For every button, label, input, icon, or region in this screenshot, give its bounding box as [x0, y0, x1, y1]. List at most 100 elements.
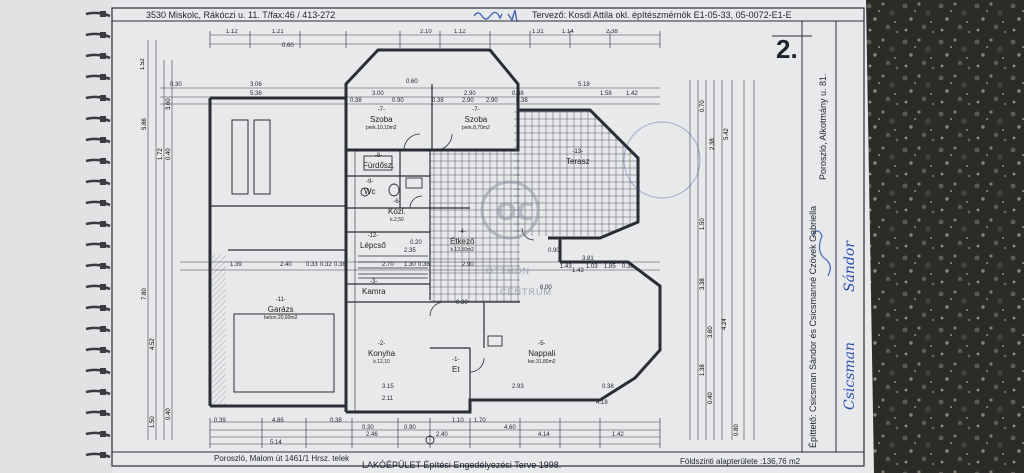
- handwritten-name-2: Sándor: [842, 240, 858, 292]
- designer-address: 3530 Miskolc, Rákóczi u. 11. T/fax:46 / …: [146, 10, 336, 20]
- room-number: -12-: [367, 233, 379, 239]
- dim-label: 0.60: [282, 43, 294, 49]
- binding-ring: [85, 32, 111, 39]
- dim-label: 0.30: [170, 82, 182, 88]
- dim-label: 3.81: [582, 256, 594, 262]
- dim-label: 2.38: [606, 29, 618, 35]
- binding-hole: [100, 116, 106, 122]
- room-area: beton.20,60m2: [264, 315, 298, 321]
- room-name: Szoba: [464, 115, 488, 124]
- room-label-kozl: -6- Közl.k.2,50: [388, 198, 406, 225]
- binding-ring: [85, 410, 111, 417]
- binding-ring: [85, 326, 111, 333]
- room-number: -13-: [572, 149, 584, 155]
- binding-hole: [100, 410, 106, 416]
- plot-location: Poroszló, Malom út 1461/1 Hrsz. telek: [214, 454, 350, 463]
- binding-hole: [100, 242, 106, 248]
- dim-label: 2.46: [366, 432, 378, 438]
- room-number: -7-: [472, 107, 480, 113]
- dim-label: 1.70: [474, 418, 486, 424]
- binding-ring: [85, 263, 111, 270]
- dim-label: 0.90: [404, 425, 416, 431]
- dim-label: 0.20: [410, 240, 422, 246]
- dim-label: 3.38: [700, 278, 706, 290]
- binding-hole: [100, 221, 106, 227]
- dim-label: 1.52: [140, 58, 146, 70]
- dim-label: 7.80: [142, 288, 148, 300]
- room-number: -6-: [393, 199, 401, 205]
- dim-label: 0.90: [392, 98, 404, 104]
- watermark-logo: OC: [480, 180, 540, 240]
- dim-label: 4.24: [722, 318, 728, 330]
- door-swings: [403, 133, 535, 373]
- binding-ring: [85, 158, 111, 165]
- dim-label: 4.18: [596, 400, 608, 406]
- dim-label: 2.90: [462, 98, 474, 104]
- dim-label: 5.36: [250, 91, 262, 97]
- dim-label: 5.86: [142, 118, 148, 130]
- dim-label: 0.30: [362, 425, 374, 431]
- dim-label: 1.31: [532, 29, 544, 35]
- room-label-terasz: -13- Terasz: [566, 148, 590, 166]
- room-area: perk.10,10m2: [366, 125, 397, 131]
- spiral-binding: [85, 11, 111, 459]
- binding-hole: [100, 32, 106, 38]
- dim-label: 3.06: [250, 82, 262, 88]
- room-name: Terasz: [566, 157, 590, 166]
- room-name: Garázs: [267, 305, 294, 314]
- binding-hole: [100, 347, 106, 353]
- room-number: -11-: [275, 297, 286, 303]
- room-number: -7-: [377, 107, 385, 113]
- dim-label: 1.42: [626, 91, 638, 97]
- dim-label: 0.38: [512, 91, 524, 97]
- dim-label: 3.15: [382, 384, 394, 390]
- room-label-kamra: -3-Kamra: [362, 278, 386, 296]
- binding-hole: [100, 284, 106, 290]
- binding-hole: [100, 179, 106, 185]
- binding-hole: [100, 452, 106, 458]
- dim-label: 3.60: [708, 326, 714, 338]
- binding-ring: [85, 74, 111, 81]
- dim-label: 2.90: [464, 91, 476, 97]
- dim-label: 5.18: [578, 82, 590, 88]
- dim-label: 0.38: [418, 262, 430, 268]
- dim-label: 1.58: [600, 91, 612, 97]
- dim-label: 0.38: [622, 264, 634, 270]
- dim-label: 1.03: [586, 264, 598, 270]
- room-label-wc: -9-Wc: [364, 178, 376, 196]
- binding-ring: [85, 137, 111, 144]
- binding-ring: [85, 11, 111, 18]
- dim-label: 1.50: [150, 416, 156, 428]
- dim-label: 0.40: [708, 392, 714, 404]
- dim-label: 1.85: [604, 264, 616, 270]
- room-name: Et: [452, 365, 460, 374]
- room-name: Közl.: [388, 207, 406, 216]
- binding-ring: [85, 200, 111, 207]
- dim-label: 0.40: [166, 148, 172, 160]
- handwritten-name-1: Csicsman: [842, 341, 858, 410]
- tiled-floors: [430, 110, 640, 302]
- dim-label: 2.10: [420, 29, 432, 35]
- dim-label: 5.42: [724, 128, 730, 140]
- dim-label: 2.35: [404, 248, 416, 254]
- binding-hole: [100, 74, 106, 80]
- dim-label: 1.38: [700, 364, 706, 376]
- binding-hole: [100, 326, 106, 332]
- binding-hole: [100, 431, 106, 437]
- interior-walls: [210, 84, 520, 412]
- binding-hole: [100, 200, 106, 206]
- dim-label: 0.38: [432, 98, 444, 104]
- dim-label: 4.52: [150, 338, 156, 350]
- dim-label: 2.11: [382, 396, 394, 402]
- client-name: Építtető: Csicsman Sándor és Csicsmanné …: [808, 205, 818, 448]
- dim-label: 1.21: [272, 29, 284, 35]
- binding-ring: [85, 305, 111, 312]
- dimension-ticks: [209, 31, 661, 448]
- room-number: -1-: [452, 357, 460, 363]
- dim-label: 2.93: [512, 384, 524, 390]
- room-name: Étkező: [450, 237, 475, 246]
- dim-label: 1.39: [230, 262, 242, 268]
- room-area: k.2,50: [390, 217, 404, 223]
